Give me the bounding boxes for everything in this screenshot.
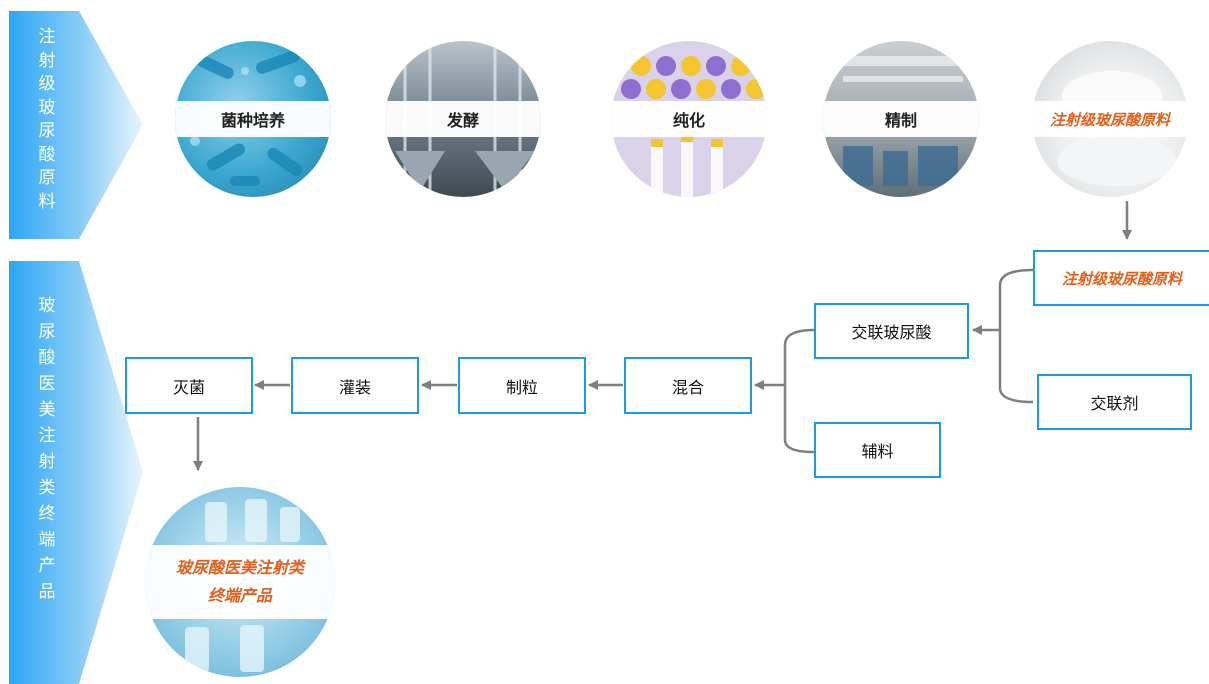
- production-line-image-icon: [833, 56, 973, 186]
- final-product-circle: 玻尿酸医美注射类 终端产品: [145, 487, 335, 677]
- bacteria-image-icon: [190, 50, 306, 186]
- granulation-box: 制粒: [458, 357, 586, 414]
- top-side-label: 注射级玻尿酸原料: [38, 27, 56, 212]
- filling-box: 灌装: [291, 357, 419, 414]
- vial-image-icon: [185, 499, 300, 672]
- bottom-side-banner: [0, 261, 145, 684]
- crosslinker-box: 交联剂: [1037, 374, 1192, 430]
- mixing-box: 混合: [624, 357, 752, 414]
- final-product-line2: 终端产品: [207, 586, 272, 605]
- step-label-culture: 菌种培养: [175, 101, 331, 137]
- step-label-purification: 纯化: [611, 101, 767, 137]
- fermentation-circle: 发酵: [385, 41, 541, 197]
- purification-circle: 纯化: [611, 41, 767, 197]
- raw-material-circle: 注射级玻尿酸原料: [1032, 41, 1188, 197]
- top-side-banner: [0, 11, 145, 239]
- step-label-fermentation: 发酵: [385, 101, 541, 137]
- excipient-box: 辅料: [814, 422, 941, 478]
- final-product-label: 玻尿酸医美注射类 终端产品: [145, 545, 335, 619]
- bottom-side-label: 玻尿酸医美注射类终端产品: [38, 296, 56, 602]
- refining-circle: 精制: [823, 41, 979, 197]
- step-label-refining: 精制: [823, 101, 979, 137]
- bacteria-culture-circle: 菌种培养: [175, 41, 331, 197]
- step-label-raw-material: 注射级玻尿酸原料: [1032, 101, 1188, 137]
- sterilization-box: 灭菌: [125, 357, 253, 414]
- raw-material-box: 注射级玻尿酸原料: [1033, 250, 1209, 306]
- test-tube-image-icon: [621, 56, 766, 197]
- crosslinked-ha-box: 交联玻尿酸: [814, 303, 969, 359]
- final-product-line1: 玻尿酸医美注射类: [175, 558, 304, 577]
